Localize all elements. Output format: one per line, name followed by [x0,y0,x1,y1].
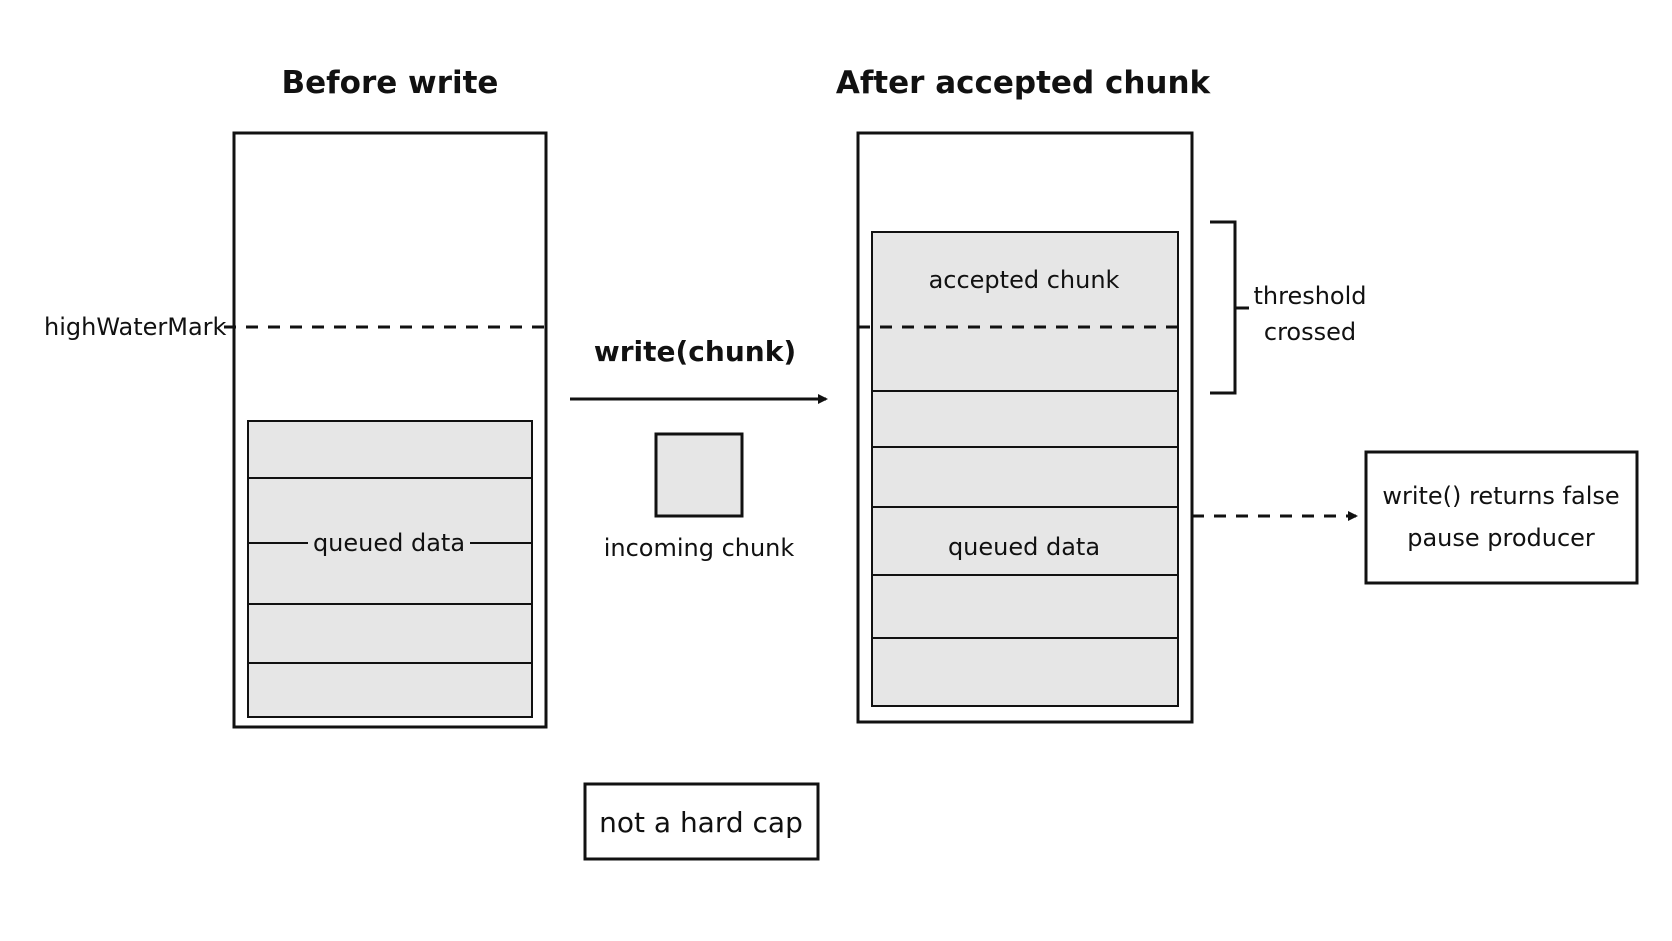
result-box [1364,450,1639,585]
before-queued-fill [247,420,533,718]
before-write-title: Before write [282,65,499,101]
after-accepted-chunk-title: After accepted chunk [836,65,1212,101]
incoming-chunk-box [654,432,744,518]
queued-data-label-left: queued data [313,529,465,557]
high-water-mark-label: highWaterMark [44,313,227,341]
before-buffer: queued data [232,131,548,729]
result-line-2: pause producer [1407,524,1595,552]
after-buffer: accepted chunk queued data [856,131,1194,724]
threshold-bracket [1210,220,1249,395]
after-queued-fill [871,231,1179,707]
accepted-chunk-label: accepted chunk [929,266,1120,294]
write-call-label: write(chunk) [594,335,796,368]
incoming-chunk-label: incoming chunk [604,534,795,562]
not-a-hard-cap-label: not a hard cap [599,806,803,839]
threshold-crossed-label-line2: crossed [1264,318,1356,346]
threshold-crossed-label-line1: threshold [1253,282,1366,310]
result-line-1: write() returns false [1382,482,1619,510]
not-a-hard-cap-box [583,782,820,861]
queued-data-label-right: queued data [948,533,1100,561]
